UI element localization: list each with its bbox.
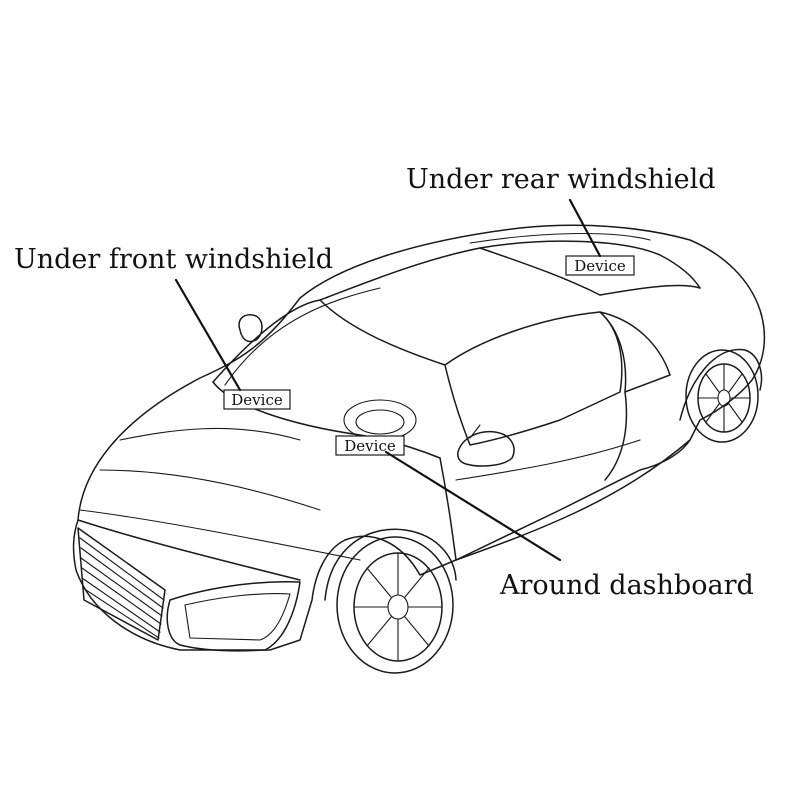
car-illustration — [72, 224, 766, 674]
hood-front — [99, 469, 321, 511]
device-tag-dashboard-text: Device — [344, 437, 396, 455]
side-mirror — [457, 430, 515, 467]
steering-wheel-inner — [355, 409, 405, 435]
rear-wheel — [685, 349, 759, 443]
leader-line-dashboard — [384, 450, 562, 562]
leader-line-front — [174, 278, 242, 392]
device-tag-rear: Device — [565, 255, 635, 276]
headlight-inner — [184, 593, 291, 641]
door-seam — [604, 391, 628, 481]
hood-crease-center — [79, 509, 361, 561]
side-skirt — [455, 439, 691, 561]
a-pillar — [319, 299, 446, 366]
hood-edge — [77, 519, 301, 581]
leader-line-rear — [568, 198, 602, 258]
front-wheel — [336, 536, 454, 674]
door-bottom — [455, 439, 641, 481]
label-around-dashboard: Around dashboard — [499, 570, 754, 601]
car-body-outline — [72, 224, 766, 651]
rear-window-top — [469, 232, 651, 244]
rear-window-edge — [599, 284, 701, 296]
rear-quarter-window — [599, 311, 671, 393]
label-under-front-windshield: Under front windshield — [14, 244, 333, 275]
front-wheel-arch — [324, 528, 457, 601]
device-tag-front: Device — [223, 389, 291, 410]
windshield-outline — [212, 240, 701, 383]
mirror-stem — [469, 424, 481, 439]
hood-crease-left — [119, 427, 301, 441]
front-grille — [77, 527, 166, 641]
device-tag-dashboard: Device — [335, 435, 405, 456]
rearview-mirror — [238, 314, 263, 343]
windshield-inner — [224, 287, 381, 386]
door-front-edge — [439, 457, 457, 561]
device-tag-front-text: Device — [231, 391, 283, 409]
side-window — [444, 311, 623, 446]
headlight — [166, 580, 301, 652]
rear-wheel-arch — [679, 348, 763, 421]
device-tag-rear-text: Device — [574, 257, 626, 275]
roof-to-rear — [479, 247, 601, 296]
label-under-rear-windshield: Under rear windshield — [406, 164, 716, 195]
